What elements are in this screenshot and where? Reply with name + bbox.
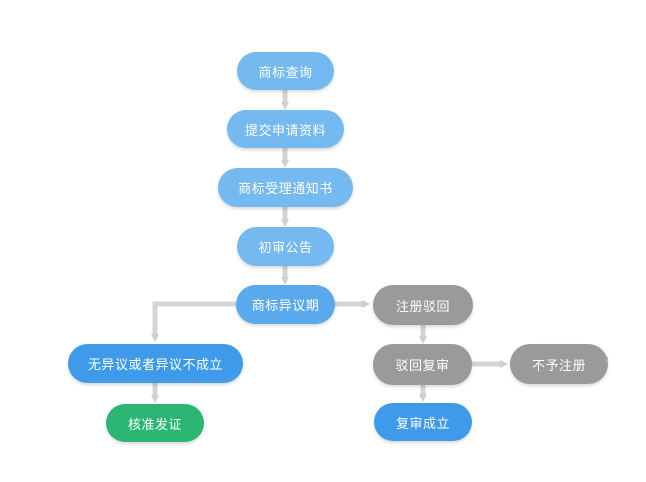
node-acceptance-notice: 商标受理通知书 xyxy=(218,168,353,207)
node-no-opposition: 无异议或者异议不成立 xyxy=(68,344,243,383)
node-not-registered: 不予注册 xyxy=(510,344,608,384)
node-registration-rejected: 注册驳回 xyxy=(373,285,473,325)
node-trademark-query: 商标查询 xyxy=(237,52,334,90)
node-approve-certificate: 核准发证 xyxy=(106,404,204,442)
arrow-opposition-to-no-opposition xyxy=(151,301,236,342)
node-review-success: 复审成立 xyxy=(374,403,472,441)
node-submit-application: 提交申请资料 xyxy=(227,110,344,148)
node-rejection-review: 驳回复审 xyxy=(373,344,472,385)
node-preliminary-announcement: 初审公告 xyxy=(237,227,334,266)
edge-mark xyxy=(606,357,608,363)
node-opposition-period: 商标异议期 xyxy=(236,285,335,324)
